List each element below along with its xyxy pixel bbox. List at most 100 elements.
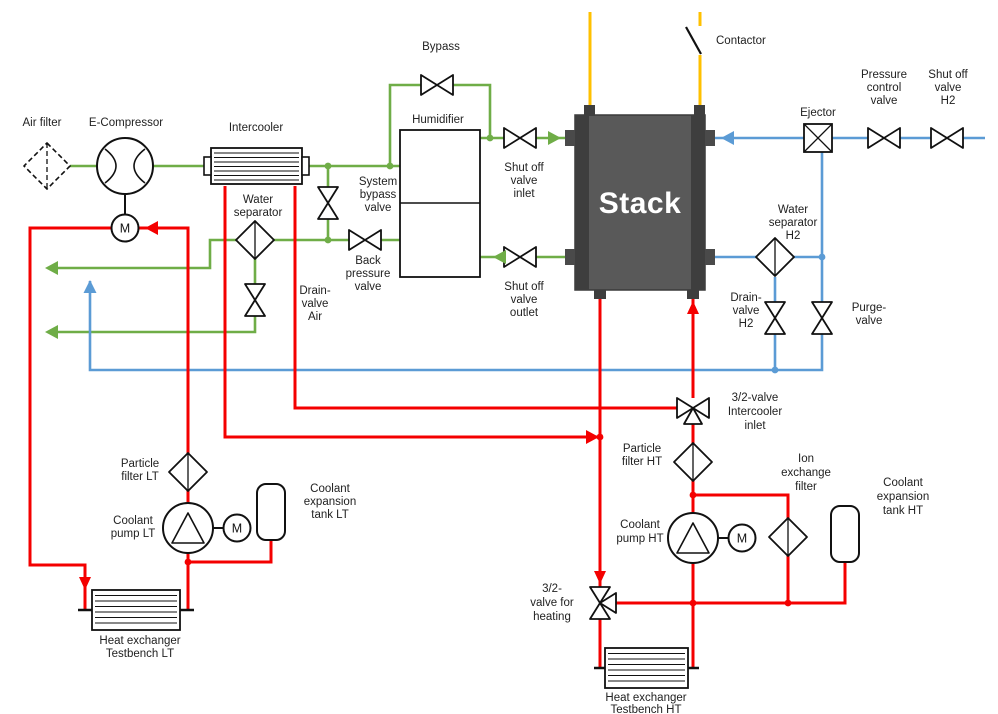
drain-valve-h2-icon: [764, 301, 786, 335]
water-separator-h2-label: Water: [778, 204, 808, 216]
coolant-pump-lt-label: Coolant: [113, 515, 153, 527]
air-filter-label: Air filter: [23, 117, 62, 129]
water-separator-icon: [235, 220, 275, 260]
pressure-control-valve-label: Pressure: [861, 69, 907, 81]
drain-valve-air-label: valve: [302, 298, 329, 310]
particle-filter-lt-icon: [168, 452, 208, 492]
three-way-valve-intercooler-label: Intercooler: [728, 406, 783, 418]
drain-valve-air-label: Drain-: [299, 285, 330, 297]
stack-label: Stack: [599, 187, 682, 220]
humidifier-icon: [399, 129, 481, 278]
back-pressure-valve-label: Back: [355, 255, 381, 267]
coolant-junction-dots: [184, 433, 792, 607]
e-compressor-label: E-Compressor: [89, 117, 163, 129]
three-way-valve-heating-icon: [589, 586, 617, 620]
hydrogen-flow-arrows: [83, 131, 734, 293]
air-flow-arrows: [45, 131, 561, 339]
particle-filter-lt-label: Particle: [121, 458, 159, 470]
pressure-control-valve-label: control: [867, 82, 902, 94]
intercooler-icon: [203, 147, 310, 185]
drain-valve-air-label: Air: [308, 311, 322, 323]
system-bypass-valve-label: System: [359, 176, 397, 188]
water-separator-h2-icon: [755, 237, 795, 277]
ejector-icon: [803, 123, 833, 153]
hydrogen-junction-dots: [771, 253, 826, 374]
water-separator-label: separator: [234, 207, 283, 219]
coolant-flow-arrows: [79, 221, 699, 590]
shut-off-valve-outlet-label: Shut off: [504, 281, 544, 293]
shut-off-valve-h2-label: valve: [935, 82, 962, 94]
three-way-valve-heating-label: heating: [533, 611, 571, 623]
shut-off-valve-h2-icon: [930, 127, 964, 149]
system-bypass-valve-label: bypass: [360, 189, 397, 201]
electric-lines: [588, 12, 702, 115]
water-separator-h2-label: separator: [769, 217, 818, 229]
purge-valve-label: Purge-: [852, 302, 887, 314]
shut-off-valve-inlet-label: inlet: [513, 188, 535, 200]
shut-off-valve-h2-label: H2: [941, 95, 956, 107]
system-bypass-valve-icon: [317, 186, 339, 220]
coolant-expansion-tank-ht-label: expansion: [877, 491, 929, 503]
coolant-expansion-tank-lt-label: tank LT: [311, 509, 349, 521]
heat-exchanger-lt-label: Testbench LT: [106, 648, 174, 660]
humidifier-label: Humidifier: [412, 114, 464, 126]
ion-exchange-filter-icon: [768, 517, 808, 557]
heat-exchanger-lt-icon: [78, 589, 194, 631]
coolant-expansion-tank-ht-icon: [830, 505, 860, 563]
coolant-pump-ht-label: pump HT: [616, 533, 663, 545]
coolant-expansion-tank-ht-label: tank HT: [883, 505, 923, 517]
contactor-label: Contactor: [716, 35, 766, 47]
three-way-valve-intercooler-label: inlet: [744, 420, 766, 432]
back-pressure-valve-icon: [348, 229, 382, 251]
stack-symbol: [565, 105, 715, 299]
drain-valve-h2-label: Drain-: [730, 292, 761, 304]
purge-valve-icon: [811, 301, 833, 335]
shut-off-valve-outlet-label: valve: [511, 294, 538, 306]
particle-filter-ht-label: filter HT: [622, 456, 662, 468]
coolant-expansion-tank-lt-label: Coolant: [310, 483, 350, 495]
pressure-control-valve-label: valve: [871, 95, 898, 107]
coolant-expansion-tank-lt-icon: [256, 483, 286, 541]
bypass-label: Bypass: [422, 41, 460, 53]
ion-exchange-filter-label: Ion: [798, 453, 814, 465]
pump-ht-motor-label: M: [737, 532, 747, 546]
purge-valve-label: valve: [856, 315, 883, 327]
drain-valve-h2-label: H2: [739, 318, 754, 330]
three-way-valve-intercooler-label: 3/2-valve: [732, 392, 779, 404]
shut-off-valve-inlet-icon: [503, 127, 537, 149]
shut-off-valve-outlet-label: outlet: [510, 307, 539, 319]
ion-exchange-filter-label: filter: [795, 481, 817, 493]
shut-off-valve-h2-label: Shut off: [928, 69, 968, 81]
drain-valve-air-icon: [244, 283, 266, 317]
shut-off-valve-inlet-label: Shut off: [504, 162, 544, 174]
water-separator-h2-label: H2: [786, 230, 801, 242]
shut-off-valve-inlet-label: valve: [511, 175, 538, 187]
coolant-expansion-tank-lt-label: expansion: [304, 496, 356, 508]
air-filter-icon: [23, 142, 71, 190]
three-way-valve-heating-label: valve for: [530, 597, 574, 609]
heat-exchanger-lt-label: Heat exchanger: [99, 635, 180, 647]
coolant-expansion-tank-ht-label: Coolant: [883, 477, 923, 489]
coolant-pump-ht-label: Coolant: [620, 519, 660, 531]
back-pressure-valve-label: valve: [355, 281, 382, 293]
drain-valve-h2-label: valve: [733, 305, 760, 317]
pressure-control-valve-icon: [867, 127, 901, 149]
particle-filter-ht-icon: [673, 442, 713, 482]
bypass-valve-icon: [420, 74, 454, 96]
compressor-icon: [96, 137, 154, 215]
ion-exchange-filter-label: exchange: [781, 467, 831, 479]
heat-exchanger-ht-icon: [594, 647, 699, 689]
three-way-valve-intercooler-inlet-icon: [676, 397, 710, 425]
air-junction-dots: [324, 134, 494, 244]
particle-filter-lt-label: filter LT: [121, 471, 159, 483]
particle-filter-ht-label: Particle: [623, 443, 661, 455]
ejector-label: Ejector: [800, 107, 836, 119]
coolant-pump-ht-icon: [667, 512, 719, 564]
compressor-motor-label: M: [120, 222, 130, 236]
heat-exchanger-ht-label: Testbench HT: [611, 704, 682, 714]
intercooler-label: Intercooler: [229, 122, 284, 134]
contactor-blade-icon: [685, 26, 702, 55]
coolant-pump-lt-icon: [162, 502, 214, 554]
